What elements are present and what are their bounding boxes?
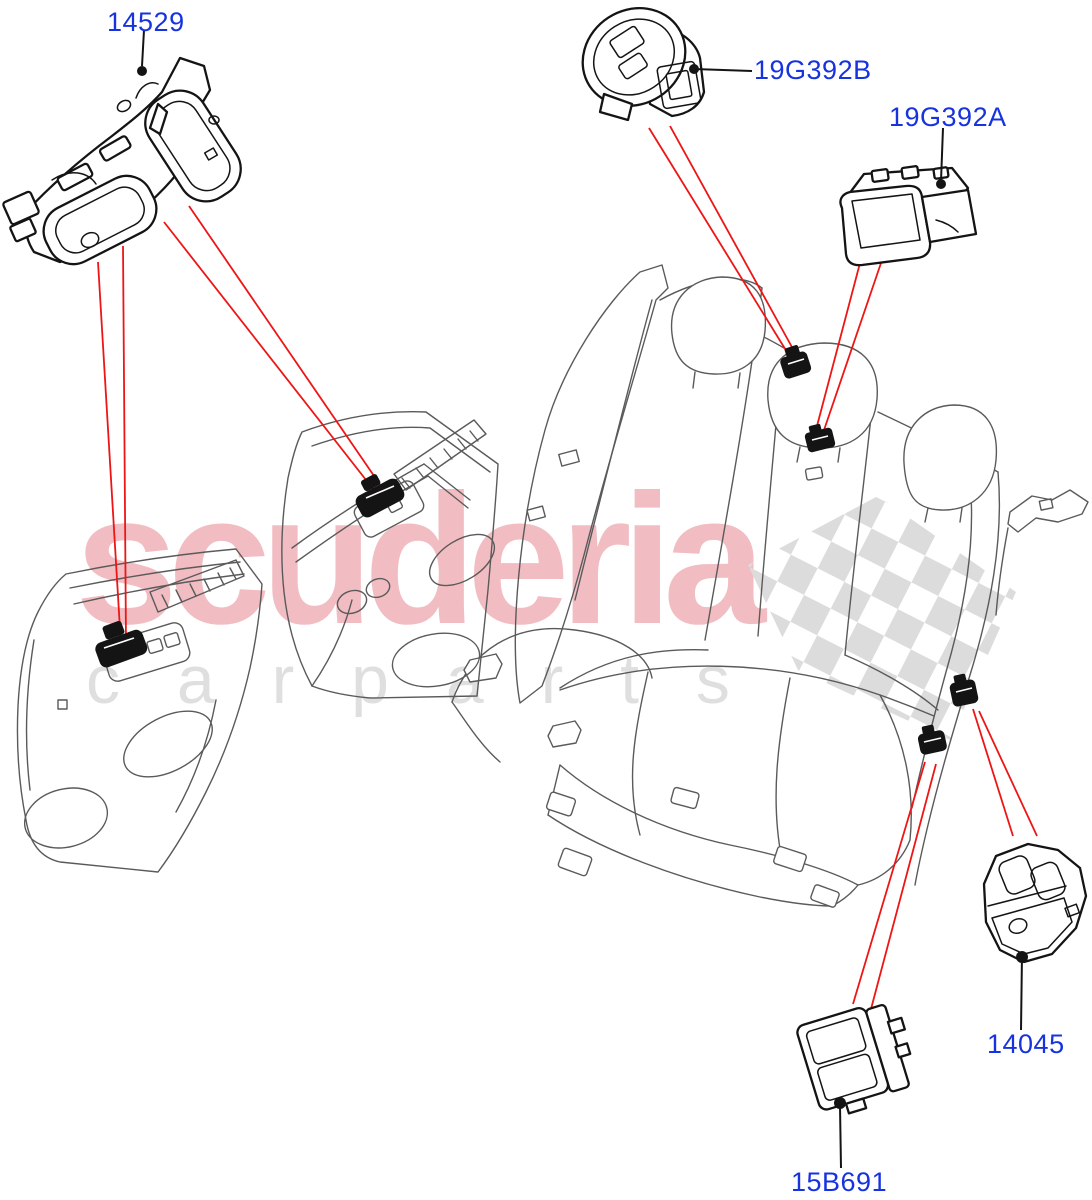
part-drawing-14529-seat-switch-pack <box>2 56 242 266</box>
red-locator-lines <box>97 125 1038 1010</box>
part-number-label-14529[interactable]: 14529 <box>107 7 185 37</box>
rear-seat-illustration <box>451 264 1089 908</box>
rear-door-switch-marker <box>355 474 405 518</box>
seatback-upper-switch-marker <box>780 345 812 379</box>
left-headrest <box>670 276 767 375</box>
leader-lines <box>137 29 1028 1169</box>
part-drawing-15B691-switch-module <box>796 1004 912 1115</box>
part-drawing-19G392B-switch <box>581 6 706 122</box>
part-drawing-19G392A-switch <box>839 165 978 267</box>
front-door-speaker <box>23 787 109 849</box>
part-number-label-19G392B[interactable]: 19G392B <box>754 55 872 85</box>
right-headrest <box>903 404 998 511</box>
rear-door-pull-cutout <box>428 533 496 587</box>
watermark-tagline: c a r p a r t s <box>86 642 749 718</box>
part-number-label-14045[interactable]: 14045 <box>987 1029 1065 1059</box>
switch-location-markers <box>95 345 979 755</box>
rear-door-panel-illustration <box>281 411 499 699</box>
part-number-label-19G392A[interactable]: 19G392A <box>889 102 1007 132</box>
part-drawing-14045-switch <box>982 842 1088 964</box>
front-door-panel-illustration <box>16 548 263 873</box>
front-door-switch-marker <box>95 620 148 668</box>
bolster-lower-switch-marker <box>917 724 947 755</box>
bolster-upper-switch-marker <box>949 673 979 707</box>
seatback-lower-switch-marker <box>804 423 836 453</box>
rear-door-speaker <box>391 632 481 688</box>
checkered-trim-panel <box>748 496 1016 740</box>
part-number-label-15B691[interactable]: 15B691 <box>791 1167 888 1197</box>
door-pull-cutout <box>123 710 213 778</box>
